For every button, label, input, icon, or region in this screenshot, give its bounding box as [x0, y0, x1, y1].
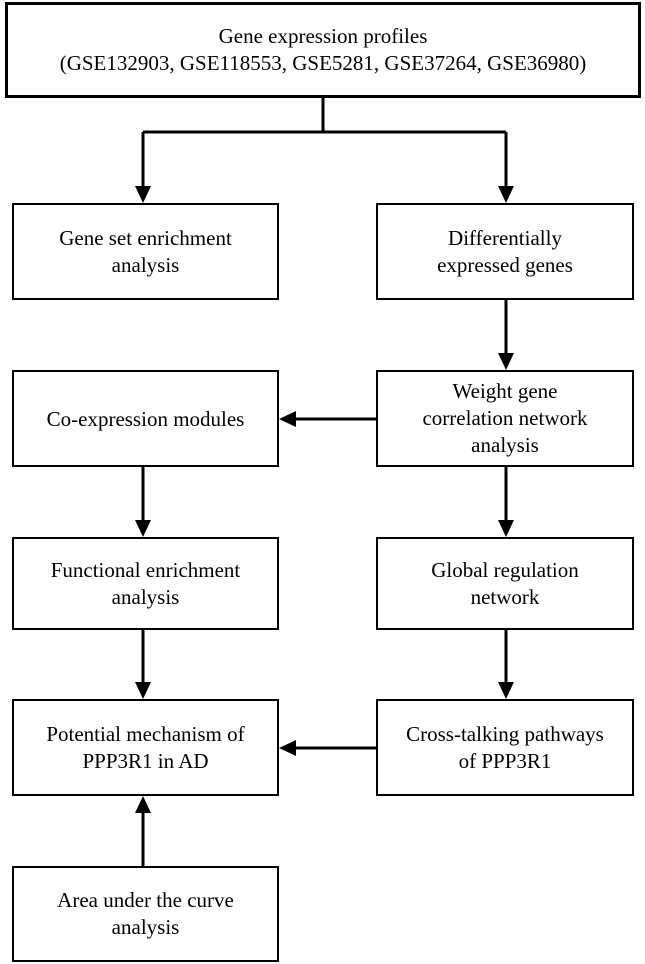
box-label-line: network	[470, 584, 540, 609]
area-under-curve-box: Area under the curve analysis	[12, 866, 279, 962]
box-label-line: Functional enrichment	[50, 557, 241, 582]
box-label-line: analysis	[111, 584, 180, 609]
box-label-line: expressed genes	[437, 252, 573, 277]
arrowhead-to-mechanism-bottom	[135, 796, 151, 813]
box-label-line: Differentially	[448, 225, 562, 250]
arrowhead-to-deg	[498, 186, 514, 203]
box-label-line: analysis	[471, 433, 539, 457]
arrowhead-to-crosstalk	[498, 682, 514, 699]
box-label-line: of PPP3R1	[458, 748, 552, 773]
gene-set-enrichment-box: Gene set enrichment analysis	[12, 203, 279, 300]
arrowhead-to-mechanism-top	[135, 682, 151, 699]
box-label-line: Gene expression profiles	[218, 24, 428, 48]
box-label-line: correlation network	[422, 406, 588, 430]
box-label-line: Weight gene	[452, 379, 558, 403]
box-label-line: Co-expression modules	[46, 407, 245, 431]
box-label-line: PPP3R1 in AD	[82, 748, 209, 773]
arrowhead-to-functional	[135, 520, 151, 537]
arrowhead-to-wgcna	[498, 353, 514, 370]
potential-mechanism-box: Potential mechanism of PPP3R1 in AD	[12, 699, 279, 796]
box-label-line: Potential mechanism of	[46, 721, 245, 746]
box-label-line: Area under the curve	[57, 888, 234, 912]
box-label-line: Cross-talking pathways	[406, 721, 604, 746]
gene-expression-profiles-box: Gene expression profiles (GSE132903, GSE…	[5, 2, 641, 98]
co-expression-modules-box: Co-expression modules	[12, 370, 279, 467]
box-label-line: (GSE132903, GSE118553, GSE5281, GSE37264…	[59, 51, 587, 75]
arrowhead-to-gsea	[135, 186, 151, 203]
cross-talking-pathways-box: Cross-talking pathways of PPP3R1	[376, 699, 634, 796]
wgcna-box: Weight gene correlation network analysis	[376, 370, 634, 467]
arrowhead-to-mechanism-right	[279, 740, 296, 756]
arrowhead-to-global	[498, 520, 514, 537]
differentially-expressed-genes-box: Differentially expressed genes	[376, 203, 634, 300]
global-regulation-network-box: Global regulation network	[376, 537, 634, 630]
box-label-line: Global regulation	[431, 557, 579, 582]
functional-enrichment-box: Functional enrichment analysis	[12, 537, 279, 630]
box-label-line: analysis	[111, 915, 180, 939]
box-label-line: Gene set enrichment	[59, 225, 232, 250]
arrowhead-to-coexpression	[279, 411, 296, 427]
box-label-line: analysis	[111, 252, 180, 277]
